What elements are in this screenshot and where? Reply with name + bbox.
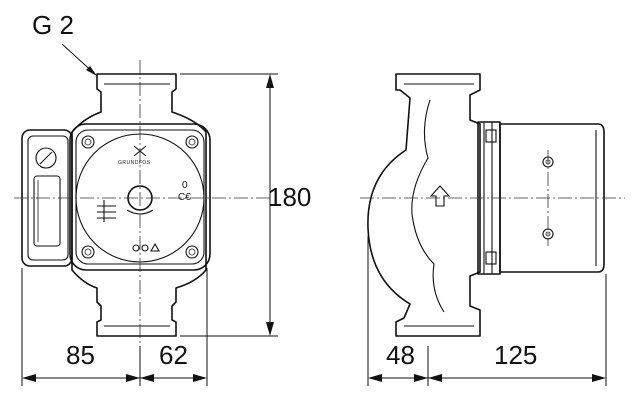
speed-selector-icon <box>97 200 116 222</box>
mode-symbols <box>132 242 160 252</box>
thread-leader-arrow <box>86 66 97 76</box>
brand-text: GRUNDFOS <box>118 160 151 166</box>
front-view: GRUNDFOS C€ 0 <box>14 60 270 345</box>
thread-size-label: G 2 <box>32 10 74 40</box>
side-housing-outline <box>367 73 481 337</box>
motor-length-label: 125 <box>494 340 537 370</box>
corner-bolts <box>81 135 199 259</box>
side-view <box>360 73 625 337</box>
dimensions: G 2 180 85 62 48 125 <box>21 10 607 386</box>
ce-mark: C€ <box>178 192 191 203</box>
brand-logo: GRUNDFOS <box>118 145 151 166</box>
flow-arrow-icon <box>429 185 451 207</box>
pump-housing-outline <box>71 73 207 337</box>
center-width-label: 62 <box>159 340 188 370</box>
left-width-label: 85 <box>66 340 95 370</box>
side-inner-contour <box>411 99 445 313</box>
motor-housing <box>499 123 605 273</box>
height-label: 180 <box>268 182 311 212</box>
info-mark: 0 <box>182 180 188 191</box>
side-inlet-label: 48 <box>386 340 415 370</box>
